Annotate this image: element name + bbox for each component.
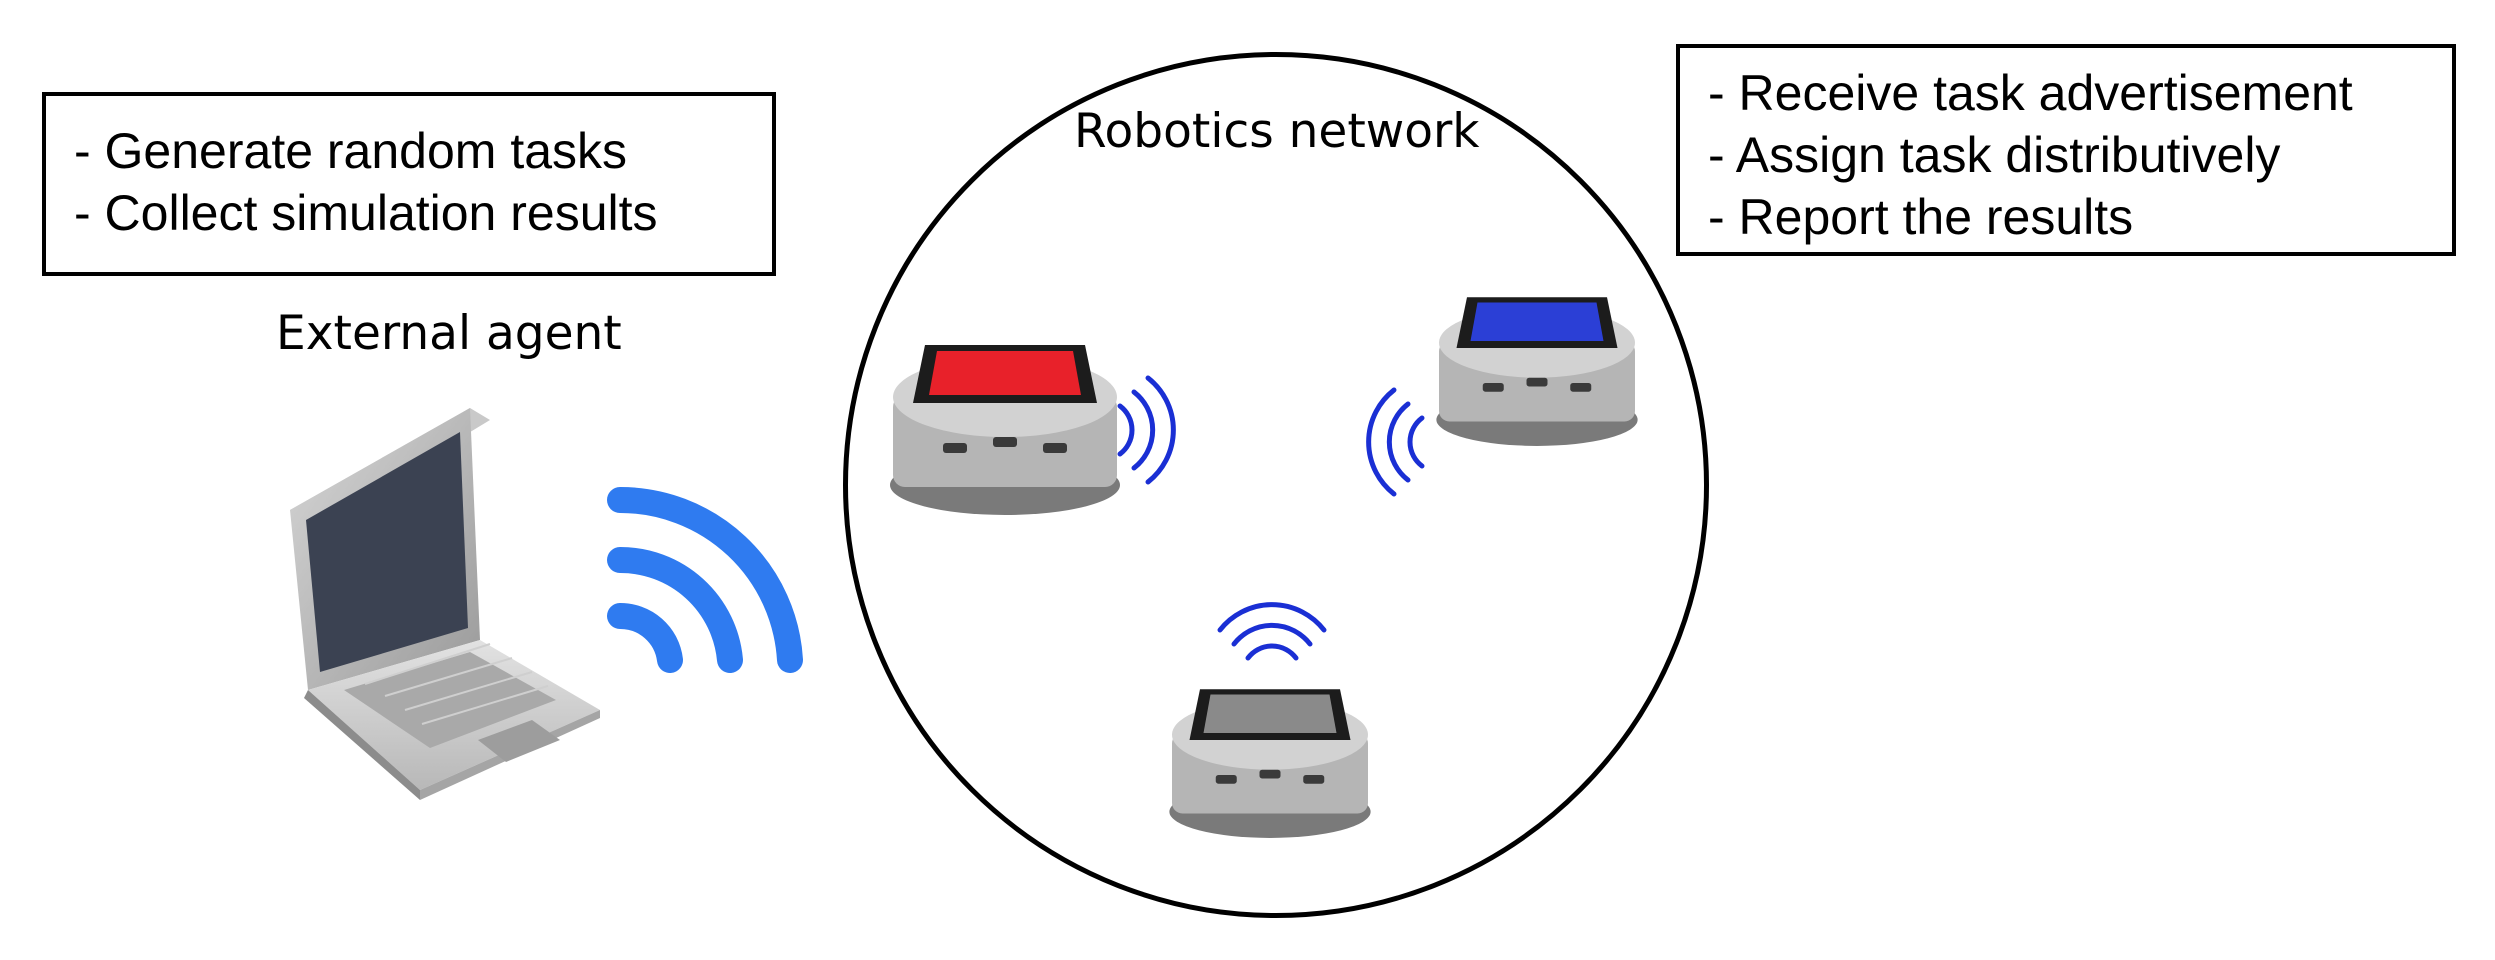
robot-red-icon (890, 345, 1120, 515)
external-agent-task: - Collect simulation results (74, 185, 658, 241)
robotics-network-task-box: - Receive task advertisement - Assign ta… (1676, 44, 2456, 256)
laptop-icon (290, 408, 600, 800)
robotics-network-task: - Receive task advertisement (1708, 65, 2353, 121)
robot-gray-icon (1169, 689, 1371, 838)
external-agent-label: External agent (276, 306, 622, 361)
signal-waves-icon (1117, 375, 1176, 485)
robotics-network-task: - Report the results (1708, 189, 2134, 245)
signal-waves-icon (1366, 387, 1425, 497)
external-agent-task: - Generate random tasks (74, 123, 628, 179)
robotics-network-label: Robotics network (1074, 104, 1480, 159)
robot-blue-icon (1436, 297, 1638, 446)
wifi-icon (607, 486, 803, 673)
external-agent-task-box: - Generate random tasks - Collect simula… (42, 92, 776, 276)
signal-waves-icon (1217, 602, 1327, 661)
robotics-network-task: - Assign task distributively (1708, 127, 2281, 183)
robotics-network-boundary (843, 52, 1709, 918)
